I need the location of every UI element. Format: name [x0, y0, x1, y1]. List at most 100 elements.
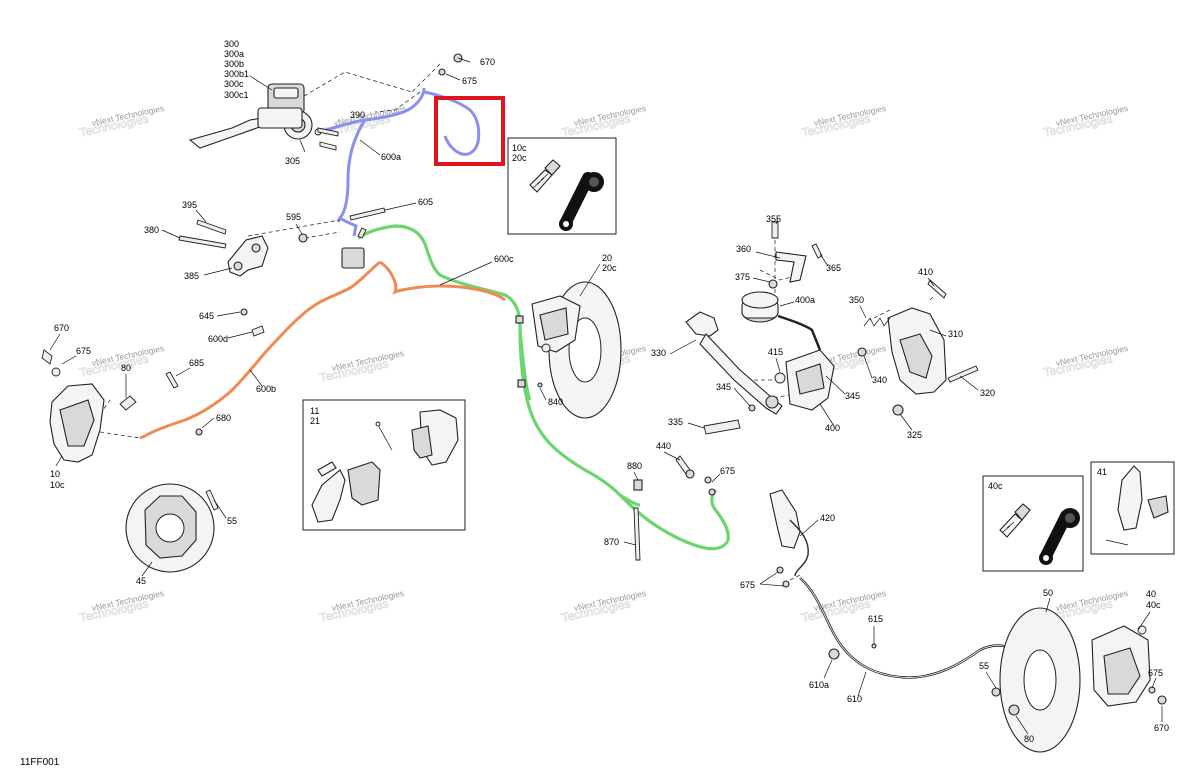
fitting-600d[interactable] [251, 325, 265, 337]
callout-670-right: 670 [1154, 723, 1169, 733]
bleeder-cap-icon [559, 172, 604, 231]
callout-40: 40 [1146, 589, 1156, 599]
clip-680[interactable] [195, 428, 203, 436]
callout-680: 680 [216, 413, 231, 423]
callout-645: 645 [199, 311, 214, 321]
front-left-brake-disc[interactable] [125, 483, 215, 573]
inset-label-41: 41 [1097, 467, 1107, 477]
watermark: Technologies vNext Technologies [560, 103, 647, 140]
bolt-870[interactable] [633, 507, 641, 561]
brake-distribution-block[interactable] [341, 227, 367, 269]
clip-675-mid[interactable] [704, 476, 716, 496]
callout-300b1: 300b1 [224, 69, 249, 79]
clip-645[interactable] [240, 308, 248, 316]
bracket-385[interactable] [227, 235, 269, 277]
watermark: Technologies vNext Technologies [78, 588, 165, 625]
callout-385: 385 [184, 271, 199, 281]
callout-600d: 600d [208, 334, 228, 344]
brake-line-600a-loop[interactable] [423, 90, 481, 156]
clip-675-lower[interactable] [776, 566, 790, 588]
pivot-bolt-335[interactable] [703, 419, 741, 435]
callout-670-left: 670 [54, 323, 69, 333]
inset-brake-pads-11-21[interactable]: 11 21 [302, 399, 466, 531]
highlight-box [434, 96, 505, 166]
rear-master-cylinder-400[interactable] [774, 349, 835, 411]
inset-bleeder-40c[interactable]: 40c [982, 475, 1084, 572]
bolt-605[interactable] [349, 207, 386, 221]
nut-375[interactable] [768, 279, 778, 289]
nut-595[interactable] [298, 233, 308, 243]
fitting-340[interactable] [857, 347, 867, 357]
clip-880[interactable] [633, 479, 643, 491]
callout-600c: 600c [494, 254, 514, 264]
spring-350[interactable] [863, 317, 891, 327]
bracket-360[interactable] [775, 251, 807, 283]
inset-label-40c: 40c [988, 481, 1003, 491]
bolt-365[interactable] [811, 243, 823, 259]
callout-670-top: 670 [480, 57, 495, 67]
inset-bleeder-10c-20c[interactable]: 10c 20c [507, 137, 617, 235]
callout-440: 440 [656, 441, 671, 451]
callout-55-right: 55 [979, 661, 989, 671]
callout-870: 870 [604, 537, 619, 547]
brake-line-600c[interactable] [357, 224, 730, 551]
callout-45: 45 [136, 576, 146, 586]
callout-335: 335 [668, 417, 683, 427]
callout-605: 605 [418, 197, 433, 207]
line-clip[interactable] [517, 379, 526, 388]
clip-610a[interactable] [828, 648, 840, 660]
callout-415: 415 [768, 347, 783, 357]
bleeder-670-right[interactable] [1157, 695, 1167, 705]
callout-10c: 10c [50, 480, 65, 490]
inset-label-20c: 20c [512, 153, 527, 163]
inset-brake-pads-41[interactable]: 41 [1090, 461, 1175, 555]
callout-360: 360 [736, 244, 751, 254]
front-master-cylinder[interactable] [188, 75, 322, 153]
callout-395: 395 [182, 200, 197, 210]
watermark: Technologies vNext Technologies [1042, 103, 1129, 140]
figure-code: 11FF001 [20, 757, 60, 768]
brake-line-600c-branch[interactable] [518, 329, 641, 507]
callout-leader-lines [49, 57, 1163, 735]
clip-840[interactable] [537, 382, 543, 388]
sensor-420[interactable] [769, 489, 809, 577]
cap-675-right[interactable] [1148, 686, 1156, 694]
bolt-395[interactable] [196, 219, 227, 235]
bolt-55-right[interactable] [991, 687, 1001, 697]
bolt-380[interactable] [178, 235, 227, 249]
washer-345[interactable] [748, 404, 756, 412]
callout-615: 615 [868, 614, 883, 624]
bolt-355[interactable] [771, 221, 779, 239]
bolt-320[interactable] [947, 365, 979, 383]
cap-675-top[interactable] [438, 68, 446, 76]
callout-365: 365 [826, 263, 841, 273]
brake-line-600b[interactable] [139, 260, 506, 440]
callout-325: 325 [907, 430, 922, 440]
rear-brake-disc-50[interactable] [999, 607, 1081, 753]
line-clip[interactable] [515, 315, 524, 324]
brake-pedal-330[interactable] [685, 311, 783, 415]
callout-675-right: 675 [1148, 668, 1163, 678]
bolt-410[interactable] [927, 279, 947, 299]
callout-labels: 300 300a 300b 300b1 300c 300c1 390 305 6… [50, 39, 1169, 744]
callout-20: 20 [602, 253, 612, 263]
callout-340: 340 [872, 375, 887, 385]
inset-label-11: 11 [310, 406, 319, 416]
bolt-305[interactable] [317, 127, 339, 151]
front-right-caliper[interactable] [531, 295, 581, 353]
rear-bracket-310[interactable] [887, 307, 947, 395]
callout-600b: 600b [256, 384, 276, 394]
bolt-80-left[interactable] [119, 395, 137, 411]
callout-300: 300 [224, 39, 239, 49]
clip-615[interactable] [871, 643, 877, 649]
front-left-caliper[interactable] [41, 349, 105, 463]
fitting-685[interactable] [165, 371, 179, 389]
brake-line-600a[interactable] [317, 87, 426, 237]
bolt-80-right[interactable] [1008, 704, 1020, 716]
rear-caliper-40[interactable] [1091, 625, 1151, 707]
reservoir-400a[interactable] [741, 291, 822, 351]
nut-325[interactable] [892, 404, 904, 416]
callout-675-mid: 675 [720, 466, 735, 476]
callout-595: 595 [286, 212, 301, 222]
